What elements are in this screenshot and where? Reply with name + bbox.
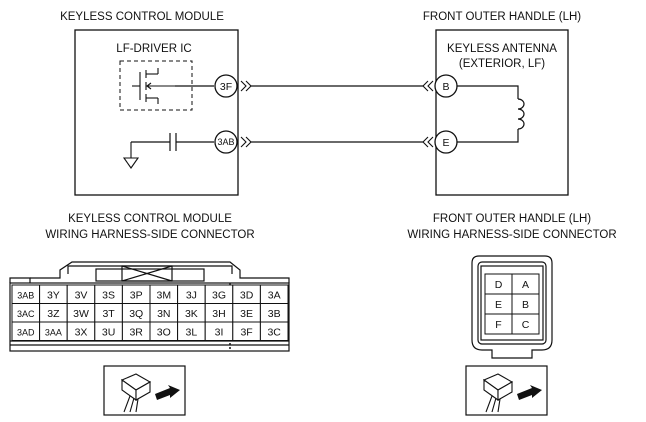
connector-chevron-icon — [422, 80, 434, 148]
handle-connector-pin-label: E — [495, 299, 502, 311]
module-connector-pin-label: 3Z — [47, 308, 60, 320]
connector-view-arrow-icon — [103, 365, 186, 416]
terminal-3ab-label: 3AB — [217, 137, 234, 147]
handle-connector-housing — [471, 255, 553, 359]
terminal-e-label: E — [442, 137, 449, 149]
module-connector-pin-label: 3C — [267, 326, 281, 338]
module-connector-pin-label: 3B — [268, 308, 281, 320]
module-connector-title-line2: WIRING HARNESS-SIDE CONNECTOR — [45, 229, 254, 241]
handle-connector-pin-label: A — [522, 279, 529, 291]
module-connector-pin-label: 3D — [240, 289, 254, 301]
module-connector-pin-label: 3T — [102, 308, 115, 320]
module-connector-pin-label: 3A — [268, 289, 281, 301]
module-connector-pin-label: 3N — [157, 308, 170, 320]
antenna-label-line1: KEYLESS ANTENNA — [447, 43, 557, 55]
module-connector-pin-label: 3P — [130, 289, 143, 301]
lf-driver-ic-box — [119, 60, 193, 111]
front-outer-handle-box — [435, 29, 569, 196]
keyless-control-module-box — [74, 29, 239, 196]
module-connector-pin-label: 3AB — [17, 290, 34, 300]
antenna-coil-icon — [457, 85, 525, 143]
connector-view-arrow-icon — [465, 365, 548, 416]
module-connector-pin-cell — [259, 321, 289, 341]
handle-connector-pin-label: B — [522, 299, 529, 311]
module-connector-pin-label: 3X — [75, 326, 88, 338]
handle-connector-title-line1: FRONT OUTER HANDLE (LH) — [433, 213, 591, 225]
antenna-label-line2: (EXTERIOR, LF) — [459, 58, 545, 70]
module-title: KEYLESS CONTROL MODULE — [60, 11, 224, 23]
handle-connector-pin-label: C — [522, 319, 530, 331]
terminal-3f-label: 3F — [220, 81, 232, 93]
module-connector-pin-label: 3K — [185, 308, 198, 320]
handle-connector-pin-label: D — [495, 279, 503, 291]
module-connector-pin-label: 3AD — [17, 327, 35, 337]
module-connector-pin-label: 3F — [240, 326, 252, 338]
handle-connector-pin-grid: D A E B F C — [484, 273, 540, 335]
module-connector-pin-label: 3M — [157, 289, 172, 301]
module-connector-pin-label: 3O — [157, 326, 171, 338]
transistor-icon — [132, 68, 175, 104]
module-connector-pin-label: 3V — [75, 289, 88, 301]
module-connector-pin-label: 3H — [212, 308, 225, 320]
ground-icon — [122, 142, 140, 169]
module-connector-pin-label: 3E — [240, 308, 253, 320]
module-connector-pin-label: 3I — [215, 326, 224, 338]
handle-connector-title-line2: WIRING HARNESS-SIDE CONNECTOR — [407, 229, 616, 241]
module-connector-pin-label: 3R — [129, 326, 143, 338]
handle-title: FRONT OUTER HANDLE (LH) — [423, 11, 581, 23]
module-connector-pin-label: 3S — [102, 289, 115, 301]
module-connector-title-line1: KEYLESS CONTROL MODULE — [68, 213, 232, 225]
module-connector-pin-label: 3G — [212, 289, 226, 301]
module-connector-pin-label: 3AA — [45, 327, 62, 337]
terminal-b-label: B — [442, 81, 449, 93]
module-connector-pin-label: 3W — [73, 308, 89, 320]
module-connector-pin-label: 3AC — [17, 309, 35, 319]
module-connector-pin-label: 3Y — [47, 289, 60, 301]
capacitor-icon — [131, 133, 214, 151]
terminal-3ab — [214, 130, 238, 154]
module-connector-pin-label: 3U — [102, 326, 115, 338]
handle-connector-pin-label: F — [495, 319, 501, 331]
handle-connector-pin-cell — [511, 313, 540, 335]
lf-driver-ic-label: LF-DRIVER IC — [116, 43, 191, 55]
module-connector-pin-label: 3J — [186, 289, 197, 301]
module-connector-pin-label: 3L — [186, 326, 198, 338]
connector-chevron-icon — [240, 80, 252, 148]
terminal-3f — [214, 74, 238, 98]
module-connector-pin-label: 3Q — [129, 308, 143, 320]
module-connector-pin-grid: 3AB 3Y 3V 3S 3P 3M 3J 3G 3D 3A 3AC 3Z 3W 3T 3Q 3N 3K 3H 3E… — [11, 284, 289, 341]
